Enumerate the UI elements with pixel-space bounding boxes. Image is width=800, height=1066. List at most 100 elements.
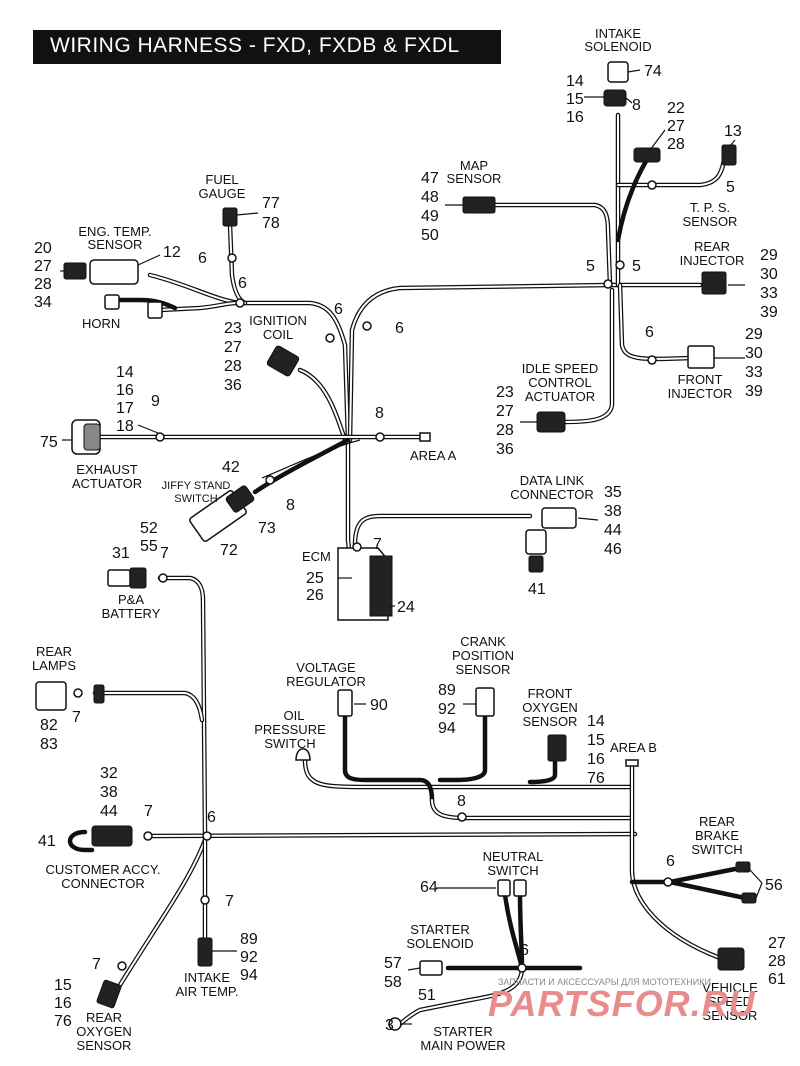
clip-icon <box>603 279 613 289</box>
neutral-switch-label-1: NEUTRAL <box>483 849 544 864</box>
intake-solenoid-icon <box>607 61 629 83</box>
callout-number: 38 <box>604 503 622 520</box>
rear-brake-connector-a-icon <box>735 861 751 873</box>
clip-icon <box>325 333 335 343</box>
area-b-end-icon <box>625 759 639 767</box>
callout-number: 17 <box>116 400 134 417</box>
front-injector-label-2: INJECTOR <box>668 386 733 401</box>
intake-solenoid-label-2: SOLENOID <box>584 39 651 54</box>
starter-solenoid-label-2: SOLENOID <box>406 936 473 951</box>
callout-number: 23 <box>496 384 514 401</box>
callout-number: 6 <box>198 250 207 267</box>
callout-number: 76 <box>587 770 605 787</box>
callout-number: 38 <box>100 784 118 801</box>
ignition-coil-label-2: COIL <box>263 327 293 342</box>
rear-lamps-label-1: REAR <box>36 644 72 659</box>
callout-number: 28 <box>224 358 242 375</box>
callout-number: 15 <box>587 732 605 749</box>
callout-number: 44 <box>604 522 622 539</box>
callout-number: 16 <box>54 995 72 1012</box>
rear-injector-icon <box>701 271 727 295</box>
callout-number: 29 <box>745 326 763 343</box>
callout-number: 39 <box>745 383 763 400</box>
callout-number: 33 <box>760 285 778 302</box>
callout-number: 36 <box>224 377 242 394</box>
oil-pressure-switch-icon <box>295 748 311 761</box>
customer-accy-label-1: CUSTOMER ACCY. <box>45 862 160 877</box>
callout-number: 35 <box>604 484 622 501</box>
callout-number: 6 <box>334 301 343 318</box>
clips <box>73 180 673 973</box>
callout-number: 47 <box>421 170 439 187</box>
clip-icon <box>200 895 210 905</box>
callout-number: 28 <box>34 276 52 293</box>
callout-number: 36 <box>496 441 514 458</box>
vehicle-speed-label-2: SPEED <box>708 994 752 1009</box>
crank-position-sensor-icon <box>475 687 495 717</box>
callout-number: 76 <box>54 1013 72 1030</box>
clip-icon <box>155 432 165 442</box>
clip-icon <box>158 573 168 583</box>
exhaust-actuator-cap-icon <box>83 423 101 451</box>
rear-injector-label-2: INJECTOR <box>680 253 745 268</box>
callout-number: 61 <box>768 971 786 988</box>
tps-label-2: SENSOR <box>683 214 738 229</box>
callout-number: 27 <box>34 258 52 275</box>
callout-number: 18 <box>116 418 134 435</box>
callout-number: 26 <box>306 587 324 604</box>
intake-solenoid-label-1: INTAKE <box>595 26 641 41</box>
vehicle-speed-label-3: SENSOR <box>703 1008 758 1023</box>
rear-lamps-connector-icon <box>93 684 105 704</box>
map-sensor-icon <box>462 196 496 214</box>
clip-icon <box>352 542 362 552</box>
jiffy-stand-label-1: JIFFY STAND <box>162 480 231 492</box>
pa-battery-label-1: P&A <box>118 592 144 607</box>
area-a-label: AREA A <box>410 448 457 463</box>
neutral-switch-terminal-a-icon <box>497 879 511 897</box>
clip-icon <box>235 298 245 308</box>
data-link-plug-icon <box>528 555 544 573</box>
clip-icon <box>117 961 127 971</box>
rear-injector-label-1: REAR <box>694 239 730 254</box>
callout-number: 57 <box>384 955 402 972</box>
rear-brake-label-2: BRAKE <box>695 828 739 843</box>
callout-number: 51 <box>418 987 436 1004</box>
callout-number: 74 <box>644 63 662 80</box>
callout-number: 39 <box>760 304 778 321</box>
eng-temp-connector-icon <box>63 262 87 280</box>
callout-number: 94 <box>240 967 258 984</box>
data-link-connector-icon <box>541 507 577 529</box>
fuel-gauge-label-1: FUEL <box>205 172 238 187</box>
crank-position-label-1: CRANK <box>460 634 506 649</box>
callout-number: 25 <box>306 570 324 587</box>
front-oxygen-sensor-icon <box>547 734 567 762</box>
intake-solenoid-connector-icon <box>603 89 627 107</box>
pa-battery-icon <box>107 569 131 587</box>
intake-air-temp-icon <box>197 937 213 967</box>
ignition-coil-connector-icon <box>266 345 300 377</box>
callout-number: 28 <box>496 422 514 439</box>
rear-oxygen-label-3: SENSOR <box>77 1038 132 1053</box>
callout-number: 7 <box>160 545 169 562</box>
callout-number: 20 <box>34 240 52 257</box>
clip-icon <box>202 831 212 841</box>
area-b-label: AREA B <box>610 740 657 755</box>
callout-number: 9 <box>151 393 160 410</box>
callout-number: 6 <box>207 809 216 826</box>
idle-speed-label-3: ACTUATOR <box>525 389 595 404</box>
callout-number: 32 <box>100 765 118 782</box>
clip-icon <box>73 688 83 698</box>
jiffy-stand-connector-icon <box>225 485 255 513</box>
callout-number: 6 <box>238 275 247 292</box>
data-link-label-1: DATA LINK <box>520 473 585 488</box>
callout-number: 92 <box>240 949 258 966</box>
callout-number: 58 <box>384 974 402 991</box>
callout-number: 41 <box>528 581 546 598</box>
ignition-coil-label-1: IGNITION <box>249 313 307 328</box>
callout-number: 64 <box>420 879 438 896</box>
callout-number: 7 <box>373 536 382 553</box>
callout-number: 27 <box>496 403 514 420</box>
callout-number: 8 <box>286 497 295 514</box>
pa-battery-connector-icon <box>129 567 147 589</box>
